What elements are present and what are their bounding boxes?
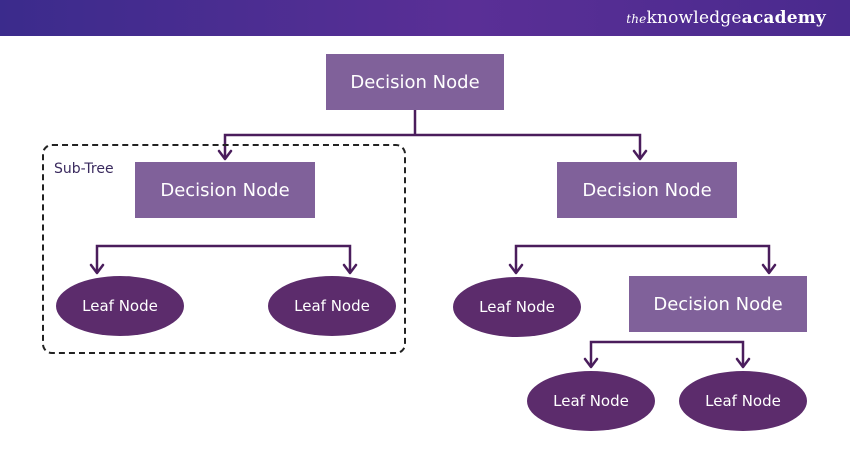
arrowhead-right-decision-2 — [761, 263, 777, 275]
root-decision-node: Decision Node — [326, 54, 504, 110]
edge-right-children — [514, 244, 771, 272]
header-bar: theknowledgeacademy — [0, 0, 850, 36]
brand-name: knowledge — [646, 8, 742, 28]
right-child-decision-node: Decision Node — [629, 276, 807, 332]
right-decision-node: Decision Node — [557, 162, 737, 218]
arrowhead-bottom-leaf-2 — [735, 357, 751, 369]
edge-bottom-children — [589, 340, 745, 366]
subtree-label: Sub-Tree — [54, 161, 114, 177]
subtree-outline — [42, 144, 406, 354]
arrowhead-left-leaf-2 — [342, 263, 358, 275]
left-decision-node: Decision Node — [135, 162, 315, 218]
brand-prefix: the — [626, 12, 647, 26]
edge-left-children — [95, 244, 352, 272]
edge-root-children — [223, 133, 642, 158]
left-leaf-node-2: Leaf Node — [268, 276, 396, 336]
left-leaf-node-1: Leaf Node — [56, 276, 184, 336]
arrowhead-left-decision — [217, 149, 233, 161]
arrowhead-right-decision — [632, 149, 648, 161]
arrowhead-left-leaf-1 — [89, 263, 105, 275]
right-leaf-node: Leaf Node — [453, 277, 581, 337]
brand-suffix: academy — [741, 8, 826, 28]
bottom-leaf-node-2: Leaf Node — [679, 371, 807, 431]
arrowhead-bottom-leaf-1 — [583, 357, 599, 369]
arrowhead-right-leaf — [508, 263, 524, 275]
brand-logo: theknowledgeacademy — [626, 8, 826, 28]
bottom-leaf-node-1: Leaf Node — [527, 371, 655, 431]
